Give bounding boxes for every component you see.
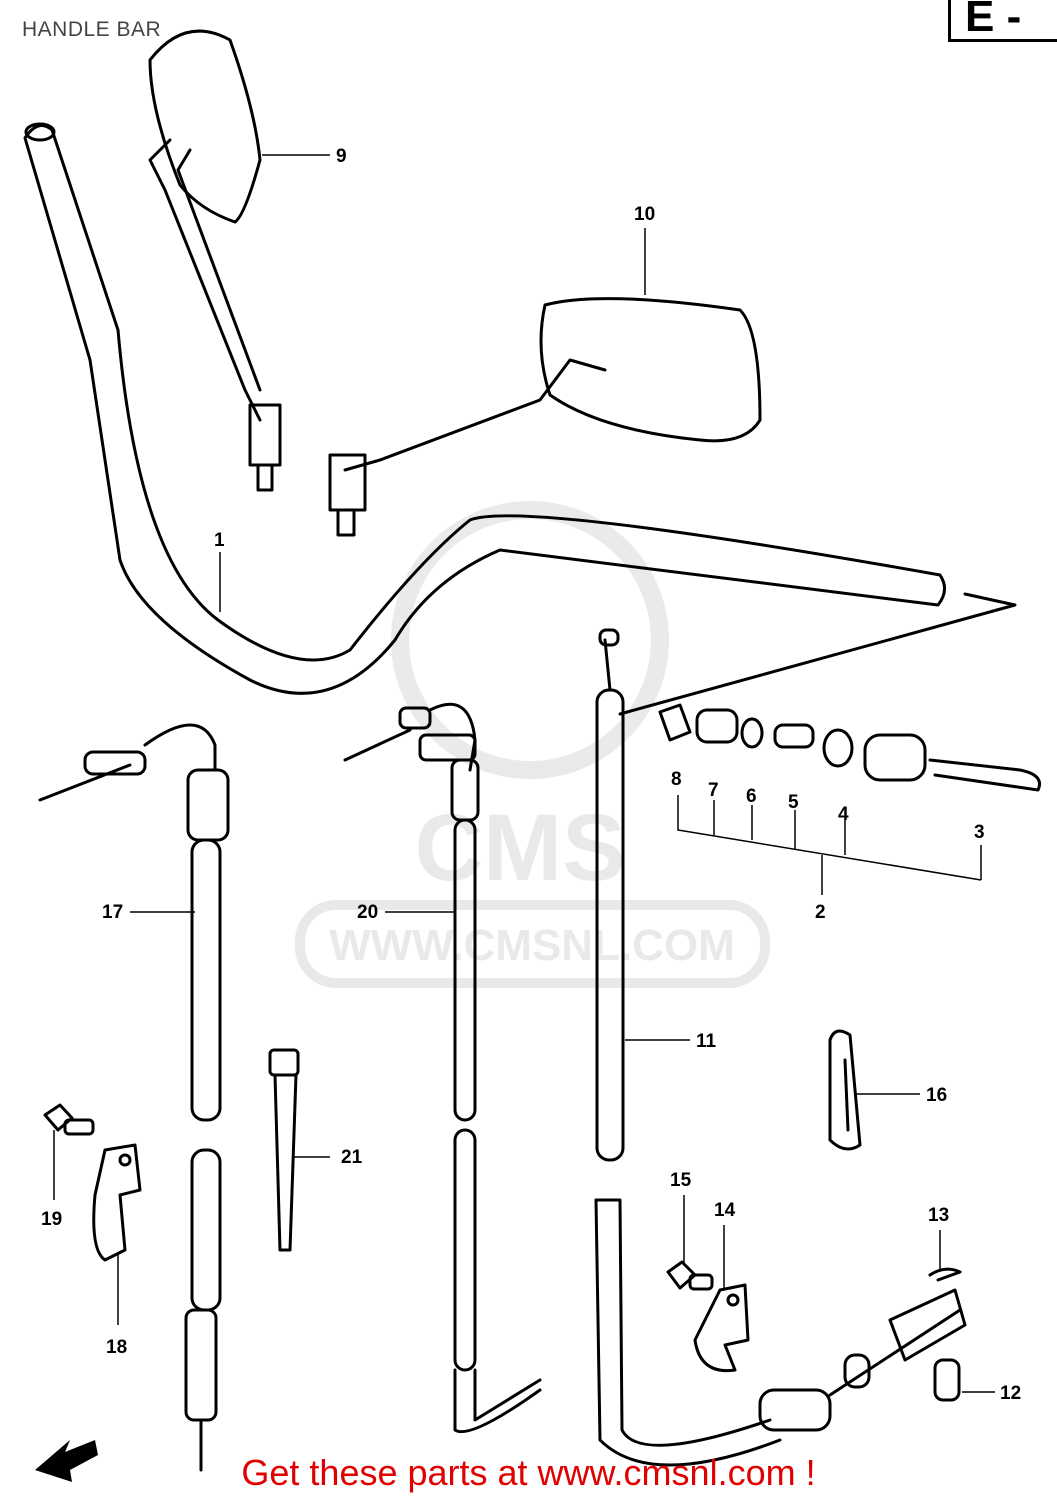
cable-11 bbox=[594, 628, 967, 1467]
part-label-21: 21 bbox=[341, 1147, 363, 1168]
part-label-20: 20 bbox=[357, 902, 378, 923]
handlebar bbox=[23, 122, 946, 695]
clamp-18 bbox=[92, 1143, 142, 1262]
bolt-15 bbox=[666, 1260, 714, 1291]
part-label-7: 7 bbox=[708, 780, 719, 801]
part-label-18: 18 bbox=[106, 1337, 127, 1358]
part-label-1: 1 bbox=[214, 530, 225, 551]
clamp-14 bbox=[693, 1283, 750, 1373]
part-label-4: 4 bbox=[838, 804, 849, 825]
part-label-11: 11 bbox=[696, 1031, 717, 1052]
cable-tie bbox=[268, 1048, 300, 1252]
part-label-3: 3 bbox=[974, 822, 985, 843]
mirror-right bbox=[328, 297, 762, 537]
watermark: CMS WWW.CMSNL.COM bbox=[295, 501, 770, 988]
part-label-16: 16 bbox=[926, 1085, 947, 1106]
pin-12 bbox=[933, 1358, 961, 1402]
part-label-5: 5 bbox=[788, 792, 799, 813]
cmsnl-parts-link[interactable]: Get these parts at www.cmsnl.com ! bbox=[241, 1452, 816, 1493]
part-label-17: 17 bbox=[102, 902, 123, 923]
part-label-12: 12 bbox=[1000, 1383, 1021, 1404]
cable-17 bbox=[38, 723, 230, 1472]
part-label-8: 8 bbox=[671, 769, 682, 790]
part-label-9: 9 bbox=[336, 146, 347, 167]
front-arrow-icon bbox=[35, 1440, 98, 1482]
cable-20 bbox=[343, 702, 542, 1434]
watermark-logo: CMS bbox=[414, 795, 625, 901]
part-label-19: 19 bbox=[41, 1209, 62, 1230]
watermark-url: WWW.CMSNL.COM bbox=[329, 921, 735, 970]
part-label-6: 6 bbox=[746, 786, 757, 807]
part-label-13: 13 bbox=[928, 1205, 949, 1226]
section-code-badge: E - bbox=[948, 0, 1057, 42]
bar-end-assembly bbox=[618, 592, 1041, 792]
bolt-19 bbox=[43, 1103, 95, 1136]
part-label-15: 15 bbox=[670, 1170, 692, 1191]
mirror-left bbox=[148, 29, 282, 492]
part-label-14: 14 bbox=[714, 1200, 736, 1221]
clip-13 bbox=[928, 1267, 962, 1282]
part-label-2: 2 bbox=[815, 902, 826, 923]
clip-16 bbox=[828, 1029, 862, 1151]
page-title: HANDLE BAR bbox=[22, 18, 162, 41]
leader-lines bbox=[53, 154, 995, 1393]
part-labels: 9 10 1 8 7 6 5 4 3 2 17 20 11 16 21 15 1… bbox=[41, 146, 1021, 1404]
part-label-10: 10 bbox=[634, 204, 655, 225]
